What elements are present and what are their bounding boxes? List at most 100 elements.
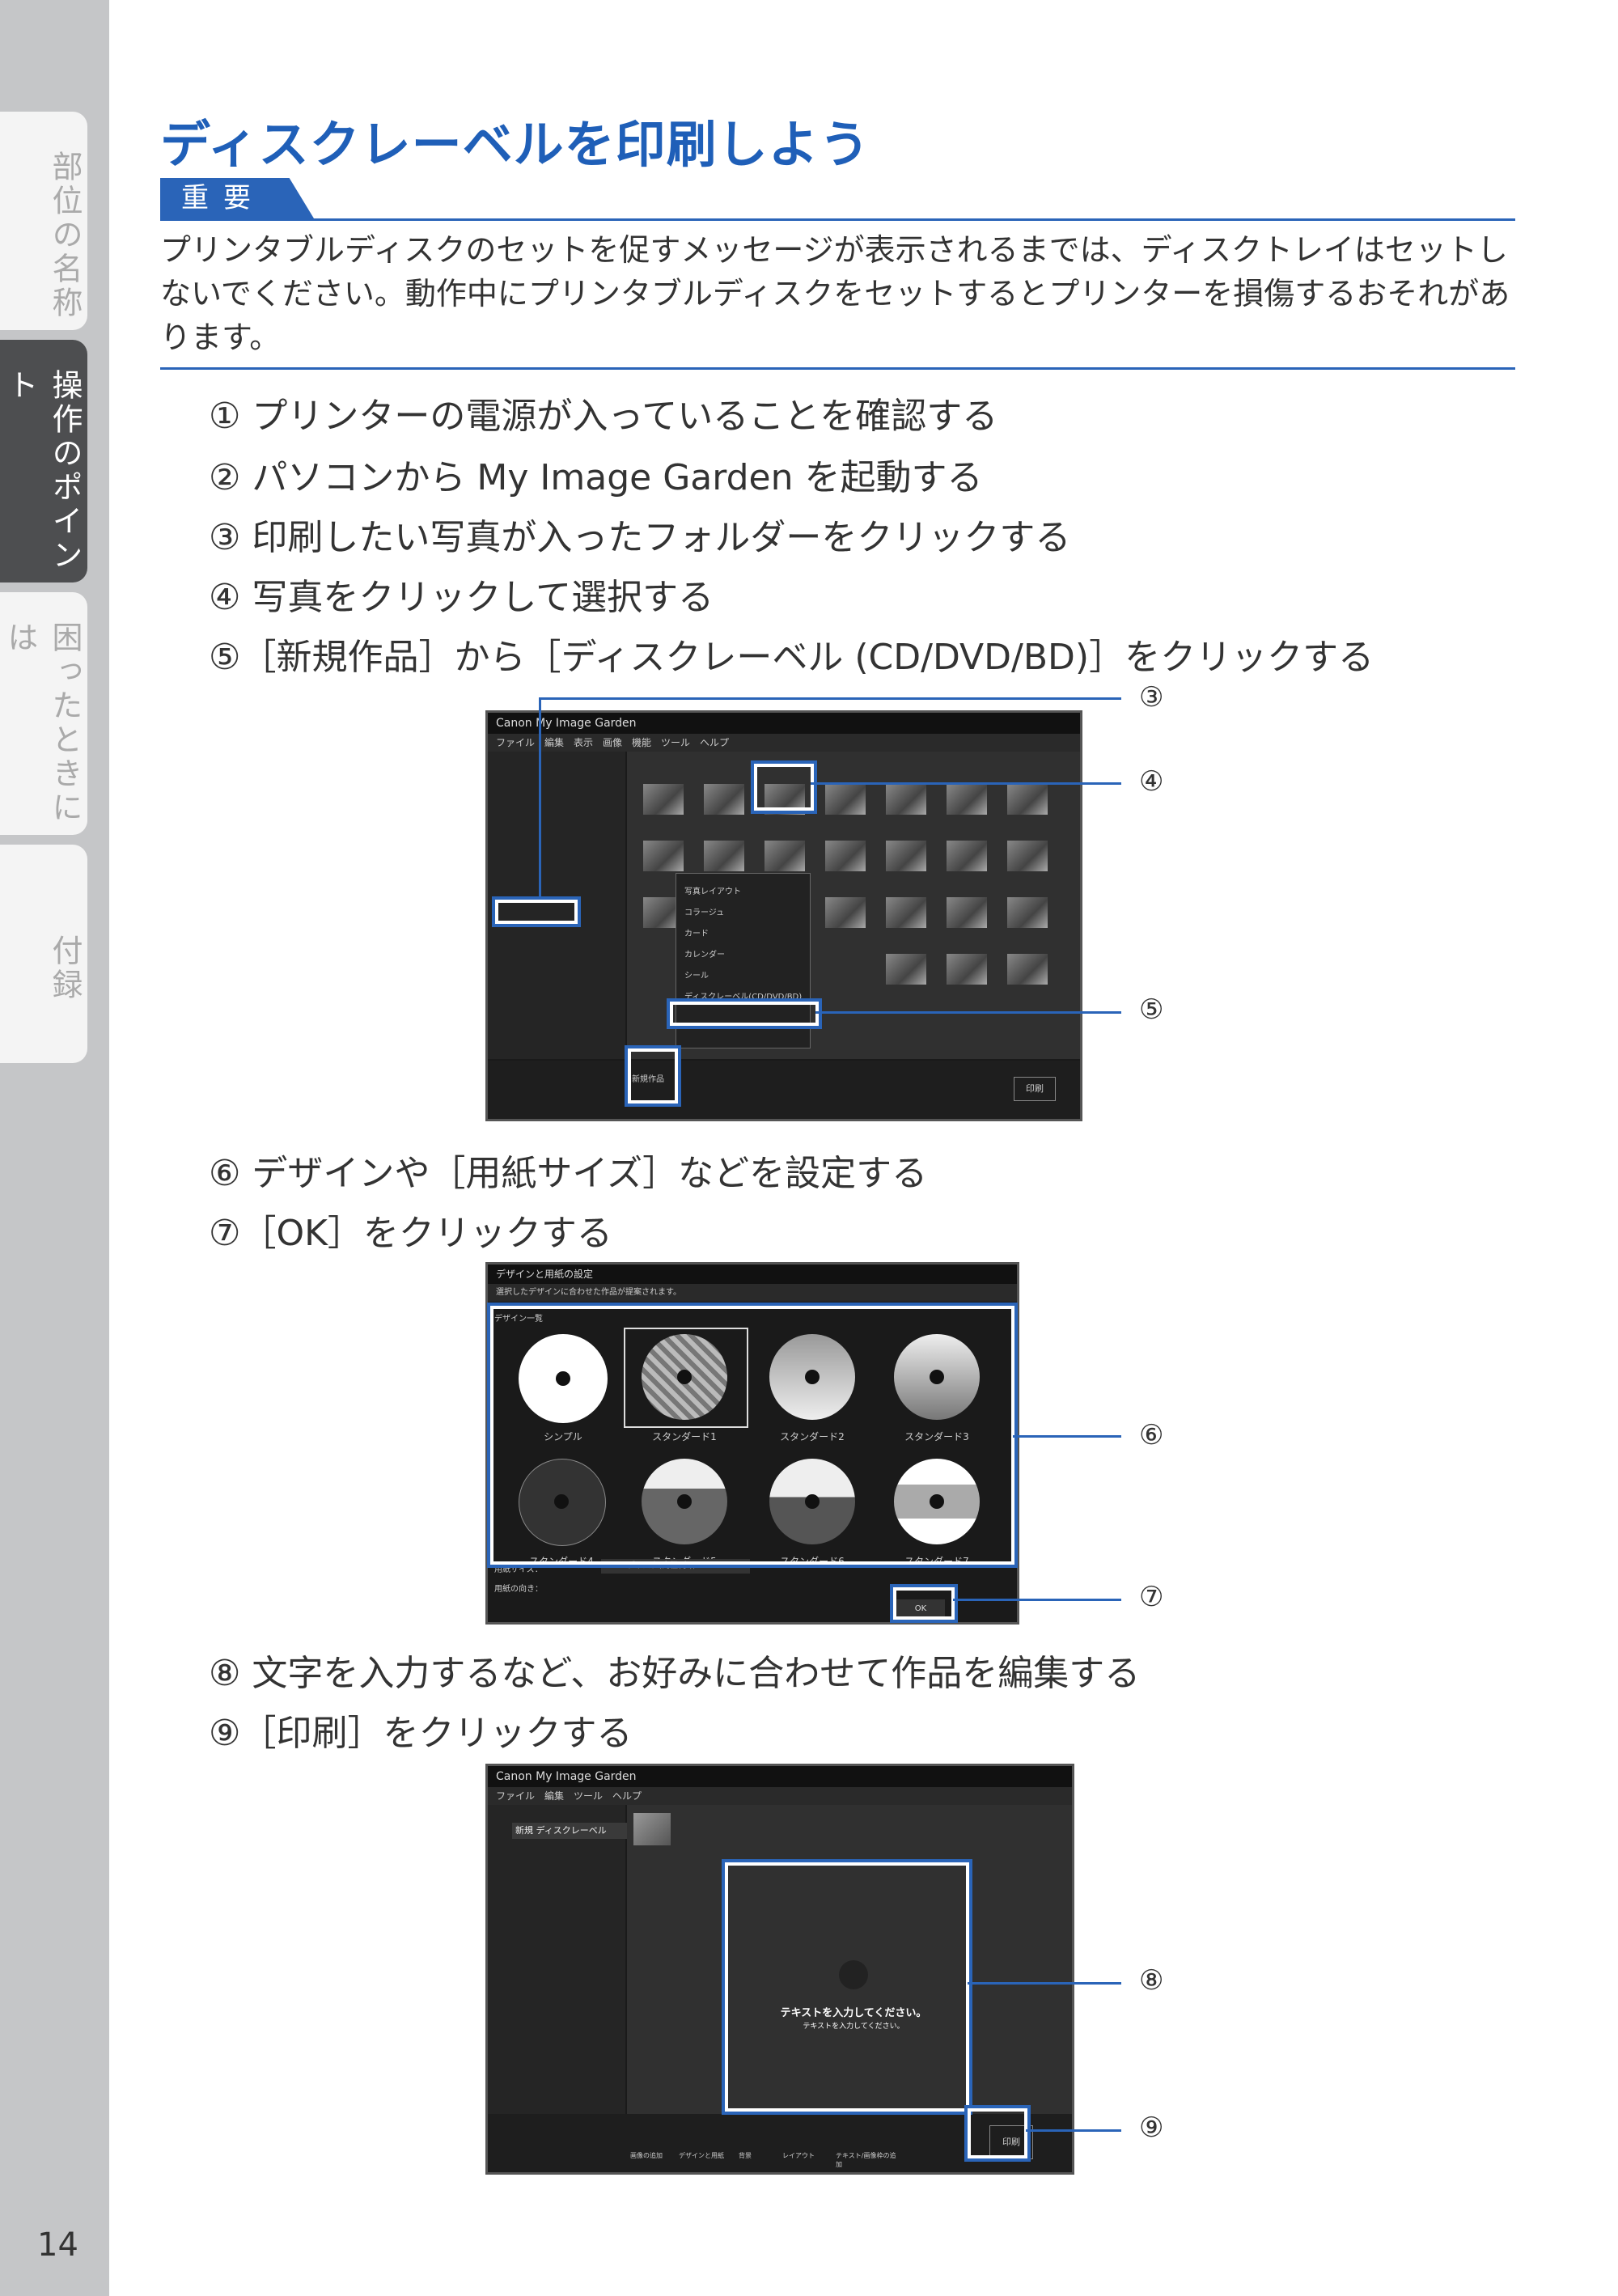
photo-thumb[interactable] xyxy=(1007,841,1048,871)
callout-6: ⑥ xyxy=(1139,1419,1164,1451)
window-title: Canon My Image Garden xyxy=(488,1766,1072,1787)
selected-design-frame[interactable] xyxy=(624,1328,748,1428)
highlight-ok xyxy=(893,1587,955,1620)
tab-operation-points[interactable]: 操作のポイント xyxy=(0,340,87,582)
disc-hole xyxy=(805,1494,820,1509)
orientation-label: 用紙の向き： xyxy=(494,1585,543,1594)
photo-thumb[interactable] xyxy=(886,841,926,871)
photo-thumb[interactable] xyxy=(825,841,866,871)
highlight-disc-label-item xyxy=(670,1002,819,1026)
disc-hole xyxy=(930,1494,944,1509)
callout-line-6 xyxy=(1013,1435,1121,1438)
disc-hole xyxy=(930,1370,944,1384)
design-label: シンプル xyxy=(544,1431,582,1442)
step-7: ⑦［OK］をクリックする xyxy=(209,1213,612,1254)
step-5: ⑤［新規作品］から［ディスクレーベル (CD/DVD/BD)］をクリックする xyxy=(209,637,1374,678)
popup-item-sticker[interactable]: シール xyxy=(684,972,709,981)
bottom-toolbar: 画像の追加 デザインと用紙 背景 レイアウト テキスト/画像枠の追加 印刷 xyxy=(488,2114,1072,2172)
callout-5: ⑤ xyxy=(1139,993,1164,1026)
tool-background[interactable]: 背景 xyxy=(739,2152,752,2159)
highlight-folder xyxy=(495,900,578,924)
paper-size-label: 用紙サイズ： xyxy=(494,1565,543,1574)
important-rule-bottom xyxy=(160,367,1515,370)
tool-layout[interactable]: レイアウト xyxy=(782,2152,815,2159)
photo-thumb[interactable] xyxy=(765,841,805,871)
highlight-photo xyxy=(754,764,814,811)
callout-9: ⑨ xyxy=(1139,2112,1164,2144)
tab-parts-names[interactable]: 部位の名称 xyxy=(0,112,87,330)
tab-troubleshooting[interactable]: 困ったときには xyxy=(0,592,87,835)
page-title: ディスクレーベルを印刷しよう xyxy=(160,115,870,174)
print-button[interactable]: 印刷 xyxy=(989,2125,1033,2159)
disc-hole xyxy=(554,1494,569,1509)
window-title: Canon My Image Garden xyxy=(488,713,1080,734)
step-4: ④ 写真をクリックして選択する xyxy=(209,577,714,618)
disc-text-sub[interactable]: テキストを入力してください。 xyxy=(803,2023,904,2031)
popup-item-disc-label[interactable]: ディスクレーベル(CD/DVD/BD) xyxy=(684,993,803,1002)
tool-design-paper[interactable]: デザインと用紙 xyxy=(679,2152,724,2159)
step-2: ② パソコンから My Image Garden を起動する xyxy=(209,457,983,498)
disc-hole xyxy=(556,1371,570,1386)
highlight-disc-preview xyxy=(725,1862,969,2112)
callout-line-8 xyxy=(968,1982,1121,1985)
popup-item-card[interactable]: カード xyxy=(684,930,709,938)
important-text: プリンタブルディスクのセットを促すメッセージが表示されるまでは、ディスクトレイは… xyxy=(160,232,1510,355)
disc-hole xyxy=(839,1960,868,1989)
callout-line-3-v xyxy=(539,697,541,900)
callout-line-7 xyxy=(953,1599,1121,1601)
popup-item-photo-layout[interactable]: 写真レイアウト xyxy=(684,887,741,896)
side-strip: 部位の名称 操作のポイント 困ったときには 付録 14 xyxy=(0,0,109,2296)
photo-thumb[interactable] xyxy=(947,954,987,985)
popup-item-collage[interactable]: コラージュ xyxy=(684,909,725,917)
highlight-design-area xyxy=(490,1306,1014,1565)
callout-line-3 xyxy=(539,697,1121,700)
callout-line-5 xyxy=(815,1011,1121,1014)
photo-thumb[interactable] xyxy=(1007,897,1048,928)
menu-bar: ファイル 編集 表示 画像 機能 ツール ヘルプ xyxy=(488,734,1080,752)
disc-hole xyxy=(805,1370,820,1384)
tool-add-image[interactable]: 画像の追加 xyxy=(630,2152,663,2159)
photo-thumb[interactable] xyxy=(704,841,744,871)
photo-thumb[interactable] xyxy=(886,954,926,985)
photo-thumb[interactable] xyxy=(825,784,866,815)
edit-canvas: テキストを入力してください。 テキストを入力してください。 xyxy=(627,1805,1072,2116)
photo-thumb[interactable] xyxy=(643,841,684,871)
photo-grid: 写真レイアウト コラージュ カード カレンダー シール ディスクレーベル(CD/… xyxy=(627,752,1080,1059)
screenshot-my-image-garden: Canon My Image Garden ファイル 編集 表示 画像 機能 ツ… xyxy=(485,710,1082,1121)
ok-button[interactable]: OK xyxy=(896,1599,945,1619)
new-work-button[interactable]: 新規作品 xyxy=(632,1075,664,1084)
disc-text-main[interactable]: テキストを入力してください。 xyxy=(780,2007,927,2019)
popup-item-calendar[interactable]: カレンダー xyxy=(684,951,725,959)
photo-thumb[interactable] xyxy=(704,784,744,815)
disc-hole xyxy=(677,1494,692,1509)
photo-thumb[interactable] xyxy=(947,897,987,928)
print-button[interactable]: 印刷 xyxy=(1014,1077,1056,1101)
design-label: スタンダード1 xyxy=(652,1431,717,1442)
important-rule-top xyxy=(160,218,1515,221)
highlight-print xyxy=(968,2108,1027,2158)
bottom-toolbar: 新規作品 印刷 xyxy=(488,1061,1080,1119)
selected-photo-thumb[interactable] xyxy=(633,1813,671,1845)
folder-tree: 新規 ディスクレーベル xyxy=(488,1805,629,2116)
disc-hole xyxy=(677,1370,692,1384)
important-label: 重要 xyxy=(160,178,314,218)
callout-line-4 xyxy=(811,782,1121,785)
design-label: スタンダード2 xyxy=(780,1431,845,1442)
step-3: ③ 印刷したい写真が入ったフォルダーをクリックする xyxy=(209,517,1071,558)
folder-tree xyxy=(488,752,625,1059)
highlight-new-work-button xyxy=(628,1048,678,1104)
callout-line-9 xyxy=(1026,2129,1121,2132)
photo-thumb[interactable] xyxy=(643,784,684,815)
photo-thumb[interactable] xyxy=(886,784,926,815)
tab-appendix[interactable]: 付録 xyxy=(0,845,87,1063)
tree-item-new-disc-label[interactable]: 新規 ディスクレーベル xyxy=(512,1823,629,1839)
callout-8: ⑧ xyxy=(1139,1964,1164,1997)
page-number: 14 xyxy=(37,2226,78,2264)
tool-add-text-image-frame[interactable]: テキスト/画像枠の追加 xyxy=(836,2152,896,2168)
photo-thumb[interactable] xyxy=(947,784,987,815)
photo-thumb[interactable] xyxy=(886,897,926,928)
photo-thumb[interactable] xyxy=(1007,784,1048,815)
photo-thumb[interactable] xyxy=(825,897,866,928)
photo-thumb[interactable] xyxy=(947,841,987,871)
photo-thumb[interactable] xyxy=(1007,954,1048,985)
